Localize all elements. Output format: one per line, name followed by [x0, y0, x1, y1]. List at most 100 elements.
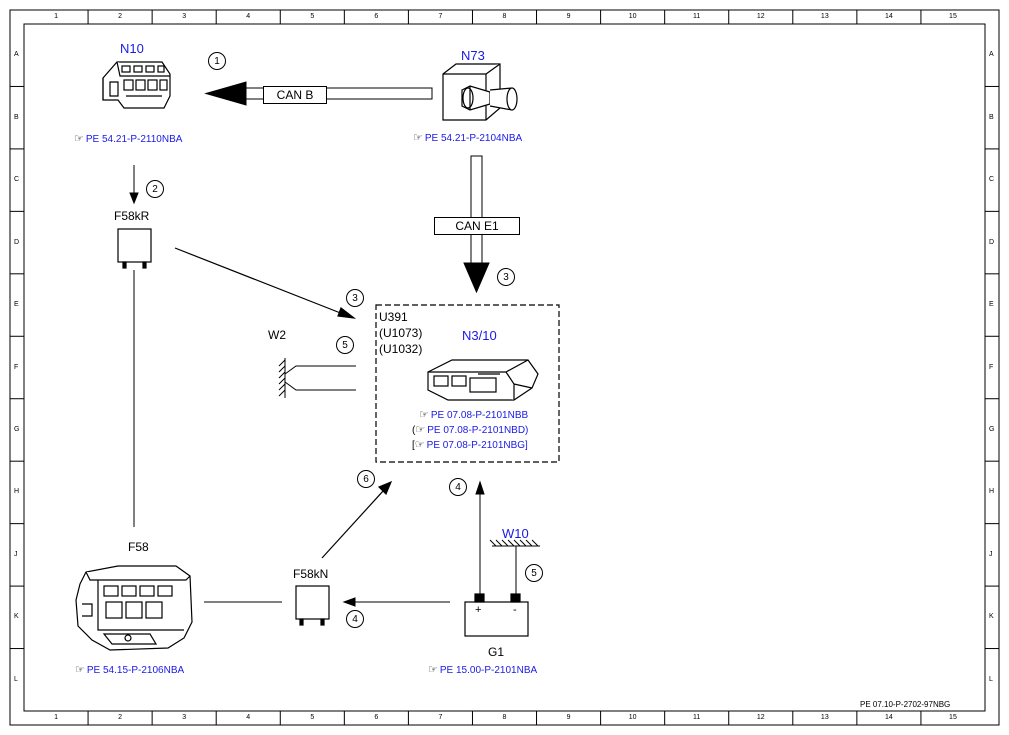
grid-column-number: 1: [54, 714, 58, 721]
n3-10-reference-text: PE 07.08-P-2101NBB: [430, 410, 529, 421]
pointing-hand-icon: ☞: [414, 439, 425, 451]
grid-column-number: 5: [310, 714, 315, 721]
grid-column-number: 2: [118, 714, 123, 721]
grid-column-number: 15: [949, 714, 957, 721]
grid-row-letter: E: [14, 301, 19, 309]
pointing-hand-icon: ☞: [428, 664, 438, 676]
step-5-marker-w10: 5: [525, 564, 543, 582]
grid-row-letter: K: [989, 613, 994, 621]
u391-label: U391 (U1073) (U1032): [379, 309, 422, 357]
grid-row-letter: E: [989, 301, 994, 309]
g1-plus-terminal: +: [475, 604, 482, 616]
grid-row-letter: D: [989, 238, 995, 246]
g1-label: G1: [488, 645, 505, 659]
grid-column-number: 9: [566, 13, 571, 20]
grid-column-number: 10: [628, 714, 637, 721]
step-3-marker-f58kr: 3: [346, 289, 364, 307]
n3-10-reference-3[interactable]: [☞PE 07.08-P-2101NBG]: [412, 438, 528, 453]
n73-reference-text: PE 54.21-P-2104NBA: [424, 133, 523, 144]
grid-row-letter: D: [14, 238, 20, 246]
u391-line-1: U391: [379, 310, 408, 324]
g1-battery-drawing: [464, 593, 529, 637]
w10-label: W10: [502, 526, 529, 541]
n73-ignition-switch-drawing: [442, 63, 518, 121]
ref-prefix: (: [412, 425, 416, 436]
n10-reference[interactable]: ☞PE 54.21-P-2110NBA: [74, 134, 182, 145]
grid-column-number: 14: [884, 714, 893, 721]
n3-10-reference-text: PE 07.08-P-2101NBD): [427, 425, 529, 436]
ref-prefix: [: [412, 440, 415, 451]
n3-10-reference-1[interactable]: ☞PE 07.08-P-2101NBB: [412, 408, 528, 423]
w2-ground-drawing: [278, 358, 356, 398]
pointing-hand-icon: ☞: [413, 132, 423, 144]
grid-column-number: 7: [438, 13, 443, 20]
outer-frame: [9, 9, 1000, 726]
inner-frame: [23, 23, 986, 712]
grid-row-letter: G: [989, 425, 995, 433]
grid-row-letter: C: [989, 176, 995, 184]
grid-column-number: 6: [374, 13, 379, 20]
f58-reference[interactable]: ☞PE 54.15-P-2106NBA: [75, 665, 184, 676]
w2-label: W2: [268, 328, 286, 342]
u391-line-2: (U1073): [379, 326, 423, 340]
n10-reference-text: PE 54.21-P-2110NBA: [85, 134, 183, 145]
can-b-label: CAN B: [263, 86, 327, 104]
grid-row-letter: H: [14, 488, 20, 496]
n73-label: N73: [461, 48, 485, 63]
grid-column-number: 5: [310, 13, 315, 20]
g1-minus-terminal: -: [513, 604, 517, 616]
u391-line-3: (U1032): [379, 342, 423, 356]
step-6-marker: 6: [357, 470, 375, 488]
g1-to-f58kn-arrow: [342, 597, 450, 607]
grid-column-number: 8: [502, 714, 507, 721]
f58kn-relay-drawing: [295, 585, 330, 626]
f58-label: F58: [128, 540, 149, 554]
grid-column-number: 3: [182, 714, 187, 721]
pointing-hand-icon: ☞: [419, 409, 429, 421]
g1-reference[interactable]: ☞PE 15.00-P-2101NBA: [428, 665, 537, 676]
n3-10-label: N3/10: [462, 328, 497, 343]
step-4-marker-g1: 4: [449, 478, 467, 496]
grid-column-number: 3: [182, 13, 187, 20]
grid-row-letter: F: [14, 363, 19, 371]
g1-reference-text: PE 15.00-P-2101NBA: [439, 665, 538, 676]
grid-column-number: 12: [756, 13, 765, 20]
can-e1-label: CAN E1: [434, 217, 520, 235]
grid-column-number: 2: [118, 13, 123, 20]
grid-column-number: 4: [246, 13, 251, 20]
n10-connector-drawing: [102, 61, 171, 109]
n3-10-reference-text: PE 07.08-P-2101NBG]: [426, 440, 528, 451]
grid-column-number: 14: [884, 13, 893, 20]
grid-row-letter: B: [14, 113, 19, 121]
n3-10-ecu-drawing: [427, 359, 539, 401]
f58-fuse-box-drawing: [75, 565, 193, 651]
u391-dashed-box: [375, 304, 560, 463]
grid-column-number: 15: [949, 13, 957, 20]
grid-column-number: 9: [566, 714, 571, 721]
w10-ground-drawing: [489, 539, 540, 594]
grid-row-letter: G: [14, 425, 20, 433]
n3-10-references[interactable]: ☞PE 07.08-P-2101NBB (☞PE 07.08-P-2101NBD…: [412, 408, 528, 453]
grid-row-letter: H: [989, 488, 995, 496]
grid-row-letter: A: [14, 51, 19, 59]
n73-reference[interactable]: ☞PE 54.21-P-2104NBA: [413, 133, 522, 144]
g1-to-u391-arrow: [475, 480, 485, 594]
pointing-hand-icon: ☞: [75, 664, 85, 676]
f58kr-label: F58kR: [114, 209, 150, 223]
grid-column-number: 10: [628, 13, 637, 20]
grid-row-letter: L: [14, 675, 18, 683]
grid-row-letter: C: [14, 176, 20, 184]
grid-row-letter: J: [14, 550, 18, 558]
step-2-marker: 2: [146, 180, 164, 198]
step-5-marker-w2: 5: [336, 336, 354, 354]
step-1-marker: 1: [208, 52, 226, 70]
grid-column-number: 13: [820, 13, 829, 20]
f58kr-to-u391-line: [174, 247, 357, 319]
grid-column-number: 1: [54, 13, 58, 20]
grid-row-letter: J: [989, 550, 993, 558]
pointing-hand-icon: ☞: [74, 133, 84, 145]
grid-column-number: 8: [502, 13, 507, 20]
grid-row-letter: B: [989, 113, 994, 121]
n3-10-reference-2[interactable]: (☞PE 07.08-P-2101NBD): [412, 423, 528, 438]
